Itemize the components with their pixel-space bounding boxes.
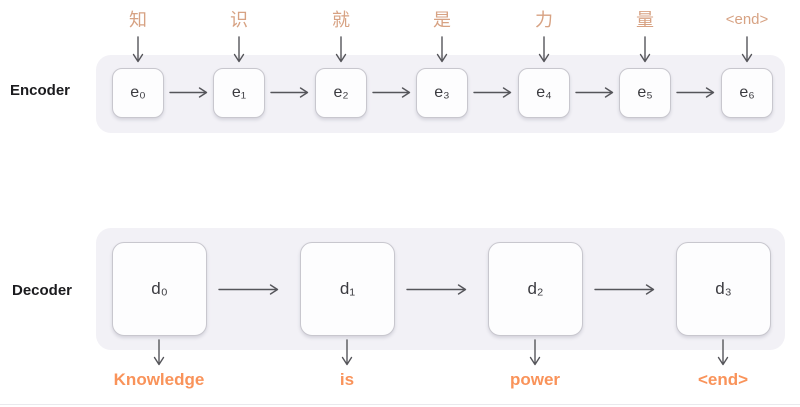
output-token: is bbox=[339, 370, 355, 389]
encoder-cell: e₄ bbox=[518, 68, 570, 118]
arrow-right-icon bbox=[575, 86, 615, 99]
output-token: Knowledge bbox=[113, 370, 205, 389]
arrow-down-icon bbox=[740, 36, 754, 64]
encoder-cell: e₂ bbox=[315, 68, 367, 118]
decoder-cell: d₁ bbox=[300, 242, 395, 336]
encoder-cell: e₃ bbox=[416, 68, 468, 118]
arrow-right-icon bbox=[406, 283, 468, 296]
encoder-cell: e₆ bbox=[721, 68, 773, 118]
input-token: 识 bbox=[230, 10, 248, 30]
arrow-right-icon bbox=[372, 86, 412, 99]
bottom-divider bbox=[0, 404, 800, 405]
output-token: power bbox=[509, 370, 561, 389]
decoder-label: Decoder bbox=[12, 282, 73, 299]
decoder-cell: d₃ bbox=[676, 242, 771, 336]
arrow-right-icon bbox=[473, 86, 513, 99]
arrow-down-icon bbox=[334, 36, 348, 64]
arrow-down-icon bbox=[537, 36, 551, 64]
input-token: 就 bbox=[332, 10, 350, 30]
input-token: 力 bbox=[535, 10, 553, 30]
arrow-right-icon bbox=[218, 283, 280, 296]
decoder-cell: d₂ bbox=[488, 242, 583, 336]
arrow-down-icon bbox=[716, 339, 730, 367]
input-token: 知 bbox=[129, 10, 147, 30]
input-token: 是 bbox=[433, 10, 451, 30]
decoder-cell: d₀ bbox=[112, 242, 207, 336]
arrow-down-icon bbox=[435, 36, 449, 64]
encoder-label: Encoder bbox=[10, 82, 71, 99]
arrow-right-icon bbox=[270, 86, 310, 99]
arrow-right-icon bbox=[594, 283, 656, 296]
output-token: <end> bbox=[697, 370, 749, 389]
arrow-down-icon bbox=[340, 339, 354, 367]
encoder-cell: e₁ bbox=[213, 68, 265, 118]
arrow-down-icon bbox=[131, 36, 145, 64]
arrow-down-icon bbox=[528, 339, 542, 367]
input-token: 量 bbox=[636, 10, 654, 30]
encoder-cell: e₅ bbox=[619, 68, 671, 118]
arrow-down-icon bbox=[638, 36, 652, 64]
encoder-cell: e₀ bbox=[112, 68, 164, 118]
arrow-right-icon bbox=[676, 86, 716, 99]
arrow-down-icon bbox=[152, 339, 166, 367]
arrow-right-icon bbox=[169, 86, 209, 99]
arrow-down-icon bbox=[232, 36, 246, 64]
input-end-token: <end> bbox=[725, 11, 769, 28]
